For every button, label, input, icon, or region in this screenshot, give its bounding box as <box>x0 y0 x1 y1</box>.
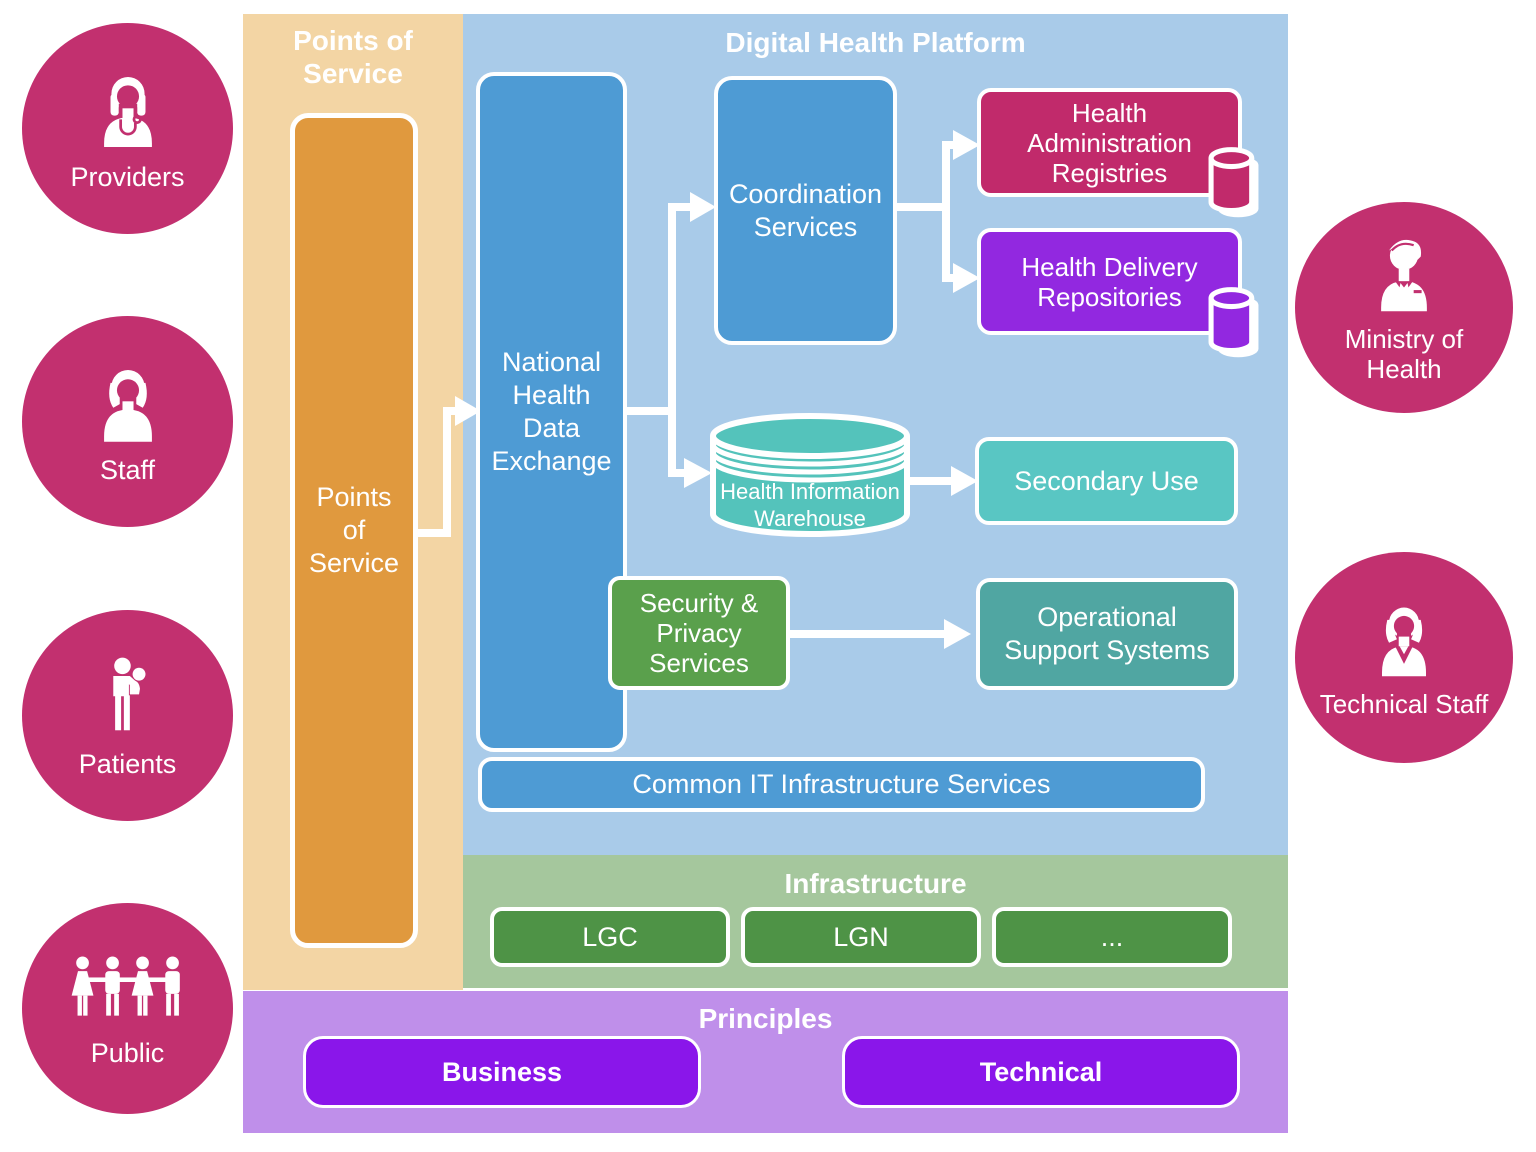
arrowhead <box>951 466 978 496</box>
box-label-line: Administration <box>1027 127 1192 158</box>
secondary-use-box: Secondary Use <box>975 437 1238 525</box>
arrowhead <box>690 192 716 222</box>
arrowhead <box>455 396 481 426</box>
registries-database-icon <box>1208 147 1259 218</box>
common-it-infrastructure-services-bar: Common IT Infrastructure Services <box>478 757 1205 812</box>
arrowhead <box>684 458 712 488</box>
box-label-line: Secondary Use <box>1014 465 1199 496</box>
box-label-line: Warehouse <box>754 506 866 531</box>
points-of-service-header-line: Points of <box>293 25 413 56</box>
box-label-line: Common IT Infrastructure Services <box>632 769 1051 799</box>
infrastructure-item-lgc: LGC <box>490 907 730 967</box>
points-of-service-header-line: Service <box>303 58 403 89</box>
infrastructure-item-more: ... <box>992 907 1232 967</box>
box-label-line: Points <box>316 482 392 512</box>
actor-label-line: Technical Staff <box>1319 688 1489 719</box>
box-label-line: Services <box>753 211 858 242</box>
points-of-service-header: Points of Service <box>243 24 463 90</box>
box-label-line: Operational <box>1037 602 1177 632</box>
coordination-services-box: Coordination Services <box>714 76 897 345</box>
health-information-warehouse-cylinder <box>710 413 910 537</box>
public-group-icon <box>71 956 180 1016</box>
operational-support-systems-box: Operational Support Systems <box>976 578 1238 690</box>
actor-label: Patients <box>78 748 177 779</box>
actor-circle-technical-staff: Technical Staff <box>1295 552 1513 763</box>
box-label-line: Health Delivery <box>1021 251 1198 282</box>
points-of-service-box: Points of Service <box>290 113 418 948</box>
actor-label: Technical Staff <box>1320 689 1489 719</box>
principles-business-box: Business <box>303 1036 701 1108</box>
repositories-database-icon <box>1208 287 1259 358</box>
box-label-line: Security & <box>639 588 759 618</box>
actor-circle-patients: Patients <box>22 610 233 821</box>
infrastructure-item-lgn: LGN <box>741 907 981 967</box>
box-label-line: Health Information <box>720 479 900 504</box>
arrow-pos-to-nhde <box>413 407 458 537</box>
actor-label: Public <box>90 1037 165 1068</box>
health-delivery-repositories-box: Health Delivery Repositories <box>977 228 1242 335</box>
box-label-line: Repositories <box>1037 281 1182 312</box>
patient-carer-icon <box>112 657 145 730</box>
arrowhead <box>953 130 980 160</box>
box-label-line: of <box>342 515 366 545</box>
box-label-line: Services <box>649 648 749 678</box>
arrowhead <box>953 263 980 293</box>
arrow-cs-trunk <box>891 141 953 282</box>
principles-title: Principles <box>698 1003 833 1034</box>
actor-circle-ministry-of-health: Ministry of Health <box>1295 202 1513 413</box>
box-label-line: Health <box>1071 97 1148 128</box>
actor-label: Ministry of Health <box>1345 324 1463 384</box>
actor-circle-providers: Providers <box>22 23 233 234</box>
box-label-line: National <box>501 347 602 377</box>
box-label-line: Service <box>308 548 400 578</box>
box-label-line: Coordination <box>728 178 883 209</box>
box-label-line: Support Systems <box>1004 635 1210 665</box>
infrastructure-title: Infrastructure <box>784 868 967 899</box>
health-administration-registries-box: Health Administration Registries <box>977 88 1242 197</box>
security-privacy-services-box: Security & Privacy Services <box>608 576 790 690</box>
ministry-official-icon <box>1381 239 1427 311</box>
box-label-line: Privacy <box>656 618 742 648</box>
arrowhead <box>944 619 971 649</box>
platform-title: Digital Health Platform <box>725 27 1026 58</box>
technical-staff-icon <box>1382 607 1426 676</box>
arrow-nhde-trunk <box>620 203 690 477</box>
actor-circle-public: Public <box>22 903 233 1114</box>
actor-label-line: Health <box>1366 353 1442 384</box>
actor-label: Providers <box>70 161 185 192</box>
box-label-line: Health <box>512 380 591 410</box>
box-label-line: Data <box>522 413 581 443</box>
actor-circle-staff: Staff <box>22 316 233 527</box>
national-health-data-exchange-box: National Health Data Exchange <box>476 72 627 752</box>
box-label-line: Exchange <box>491 446 612 476</box>
doctor-icon <box>103 76 152 147</box>
principles-technical-box: Technical <box>842 1036 1240 1108</box>
box-label-line: Registries <box>1051 157 1168 188</box>
actor-label: Staff <box>99 454 156 485</box>
staff-woman-icon <box>103 369 152 442</box>
actor-label-line: Ministry of <box>1344 323 1464 354</box>
health-information-warehouse-label: Health Information Warehouse <box>705 478 915 532</box>
